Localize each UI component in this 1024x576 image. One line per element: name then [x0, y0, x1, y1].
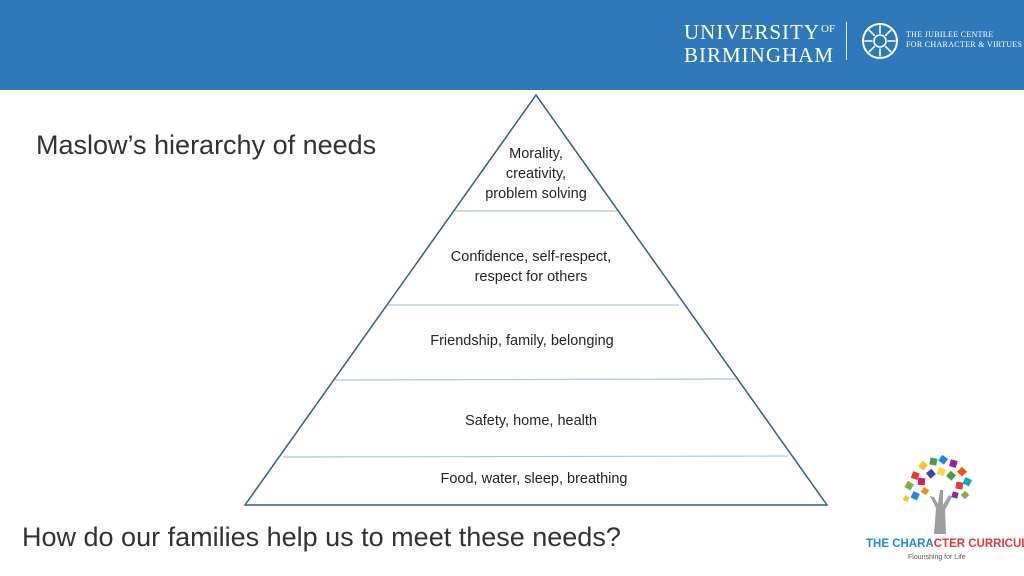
tree-icon — [902, 454, 972, 534]
jubilee-centre-icon — [862, 23, 898, 59]
cc-name-part1: THE CHARA — [866, 538, 934, 550]
pyramid-level-4: Safety, home, health — [431, 411, 631, 431]
divider-3 — [333, 378, 737, 381]
slide-title: Maslow’s hierarchy of needs — [36, 130, 377, 160]
pyramid-level-3-line1: Friendship, family, belonging — [430, 333, 614, 349]
university-logo: UNIVERSITYOF BIRMINGHAM THE JUBILEE CENT… — [684, 20, 1022, 70]
pyramid-level-4-line1: Safety, home, health — [465, 413, 597, 429]
character-curriculum-name: THE CHARACTER CURRICULUM — [866, 538, 1024, 550]
jubilee-centre-line2: FOR CHARACTER & VIRTUES — [906, 40, 1023, 49]
slide-question: How do our families help us to meet thes… — [22, 522, 621, 552]
pyramid-level-1: Morality, creativity, problem solving — [466, 144, 606, 204]
university-logo-line1: UNIVERSITYOF — [684, 20, 836, 44]
header-bar: UNIVERSITYOF BIRMINGHAM THE JUBILEE CENT… — [0, 0, 1024, 90]
pyramid-level-5: Food, water, sleep, breathing — [414, 469, 654, 489]
jubilee-centre-name: THE JUBILEE CENTRE FOR CHARACTER & VIRTU… — [906, 30, 1022, 50]
character-curriculum-logo: THE CHARACTER CURRICULUM Flourishing for… — [860, 450, 1024, 572]
pyramid-level-3: Friendship, family, belonging — [402, 331, 642, 351]
pyramid-level-1-line3: problem solving — [485, 186, 587, 202]
divider-4 — [282, 455, 789, 458]
pyramid-level-1-line1: Morality, — [509, 146, 563, 162]
university-logo-of: OF — [821, 23, 836, 35]
character-curriculum-tagline: Flourishing for Life — [908, 554, 966, 561]
pyramid-level-2: Confidence, self-respect, respect for ot… — [421, 247, 641, 287]
pyramid-level-5-line1: Food, water, sleep, breathing — [440, 471, 628, 487]
jubilee-centre-line1: THE JUBILEE CENTRE — [906, 30, 994, 39]
pyramid-level-1-line2: creativity, — [505, 166, 567, 182]
cc-name-part2: CTER CURRICUL — [933, 538, 1024, 550]
pyramid-level-2-line1: Confidence, self-respect, — [450, 249, 612, 265]
pyramid-outline — [243, 93, 829, 506]
logo-divider — [846, 22, 847, 60]
pyramid-level-2-line2: respect for others — [474, 269, 588, 285]
university-logo-line2: BIRMINGHAM — [684, 43, 835, 67]
